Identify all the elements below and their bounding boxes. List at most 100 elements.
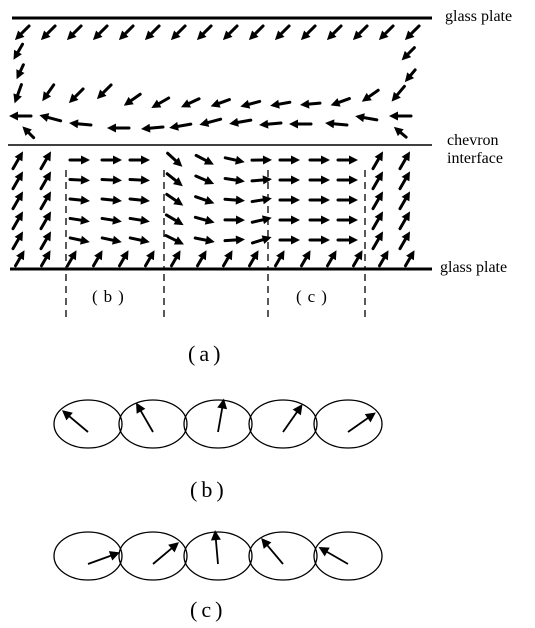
- director-arrow: [250, 235, 272, 245]
- interface-label-line2: interface: [447, 150, 503, 167]
- director-arrow: [166, 151, 183, 167]
- cone-circle: [118, 531, 188, 581]
- director-arrow: [336, 215, 358, 225]
- director-arrow: [222, 250, 233, 268]
- director-arrow: [259, 119, 283, 129]
- director-arrow: [68, 235, 90, 245]
- director-arrow: [118, 250, 129, 268]
- director-arrow: [229, 117, 253, 127]
- director-arrow: [194, 195, 215, 205]
- cone-circle: [53, 531, 123, 581]
- director-arrow: [404, 250, 415, 268]
- bottom-glass-plate-label: glass plate: [440, 259, 508, 276]
- director-arrow: [13, 83, 23, 104]
- director-arrow: [361, 88, 380, 102]
- director-arrow: [378, 24, 395, 41]
- director-arrow: [300, 24, 317, 41]
- director-arrow: [389, 111, 413, 121]
- director-arrow: [68, 215, 90, 225]
- director-arrow: [170, 24, 187, 41]
- director-arrow: [141, 123, 165, 133]
- director-arrow: [326, 24, 343, 41]
- director-arrow: [278, 175, 300, 185]
- director-arrow: [308, 235, 330, 245]
- director-arrow: [371, 171, 383, 191]
- director-arrow: [100, 215, 122, 225]
- director-arrow: [196, 24, 213, 41]
- director-arrow: [398, 191, 410, 211]
- director-arrow: [300, 250, 311, 268]
- director-arrow: [39, 171, 51, 191]
- director-arrow: [308, 215, 330, 225]
- director-arrow: [92, 250, 103, 268]
- caption-c: (c): [190, 597, 227, 622]
- director-arrow: [39, 151, 51, 171]
- director-arrow: [352, 250, 363, 268]
- director-arrow: [100, 195, 122, 205]
- director-arrow: [100, 235, 122, 245]
- director-arrow: [144, 24, 161, 41]
- director-arrow: [11, 191, 23, 211]
- director-arrow: [22, 126, 36, 140]
- director-arrow: [128, 195, 150, 205]
- director-arrow: [165, 192, 184, 206]
- director-arrow: [398, 171, 410, 191]
- director-arrow: [391, 84, 406, 102]
- director-arrow: [68, 87, 85, 104]
- director-arrow: [11, 231, 23, 251]
- director-arrow: [274, 250, 285, 268]
- director-arrow: [39, 113, 63, 123]
- director-arrow: [169, 121, 193, 131]
- region-c-label: (c): [296, 287, 333, 306]
- director-arrow: [39, 231, 51, 251]
- cone-circle: [183, 398, 253, 449]
- director-arrow: [68, 155, 90, 165]
- cone-row-c: [53, 530, 383, 581]
- director-arrow: [151, 96, 171, 108]
- director-arrow: [199, 117, 223, 127]
- director-arrow: [165, 172, 183, 187]
- director-arrow: [14, 24, 31, 41]
- director-arrow: [278, 155, 300, 165]
- director-arrow: [404, 24, 421, 41]
- cone-circle: [248, 399, 318, 449]
- director-arrow: [223, 195, 245, 205]
- director-arrow: [123, 92, 142, 106]
- director-arrow: [170, 250, 181, 268]
- director-arrow: [289, 119, 313, 129]
- director-arrow: [274, 24, 291, 41]
- director-arrow: [40, 24, 57, 41]
- director-arrow: [336, 195, 358, 205]
- director-arrow: [401, 46, 416, 61]
- director-arrow: [240, 99, 262, 109]
- caption-a: (a): [188, 341, 225, 366]
- director-arrow: [326, 250, 337, 268]
- director-arrow: [223, 175, 245, 185]
- director-arrow: [371, 191, 383, 211]
- director-arrow: [66, 24, 83, 41]
- director-arrow: [13, 42, 24, 60]
- director-arrow: [248, 24, 265, 41]
- glass-plates-and-interface: [8, 16, 432, 271]
- director-arrow: [193, 235, 215, 245]
- director-arrow: [210, 98, 231, 108]
- director-arrow: [194, 153, 214, 165]
- director-arrow: [278, 235, 300, 245]
- director-arrow: [196, 250, 207, 268]
- director-arrow: [128, 155, 150, 165]
- director-arrow: [180, 97, 201, 108]
- director-arrow: [128, 235, 150, 245]
- cone-circle: [313, 399, 383, 449]
- director-arrow: [40, 250, 51, 268]
- caption-b: (b): [190, 477, 228, 502]
- director-arrow: [248, 250, 259, 268]
- director-arrows: [9, 24, 421, 268]
- director-arrow: [278, 215, 300, 225]
- director-arrow: [194, 174, 215, 185]
- director-arrow: [11, 211, 23, 231]
- region-b-label: (b): [92, 287, 130, 306]
- director-arrow: [164, 213, 184, 226]
- director-arrow: [100, 175, 122, 185]
- director-arrow: [128, 215, 150, 225]
- director-arrow: [39, 191, 51, 211]
